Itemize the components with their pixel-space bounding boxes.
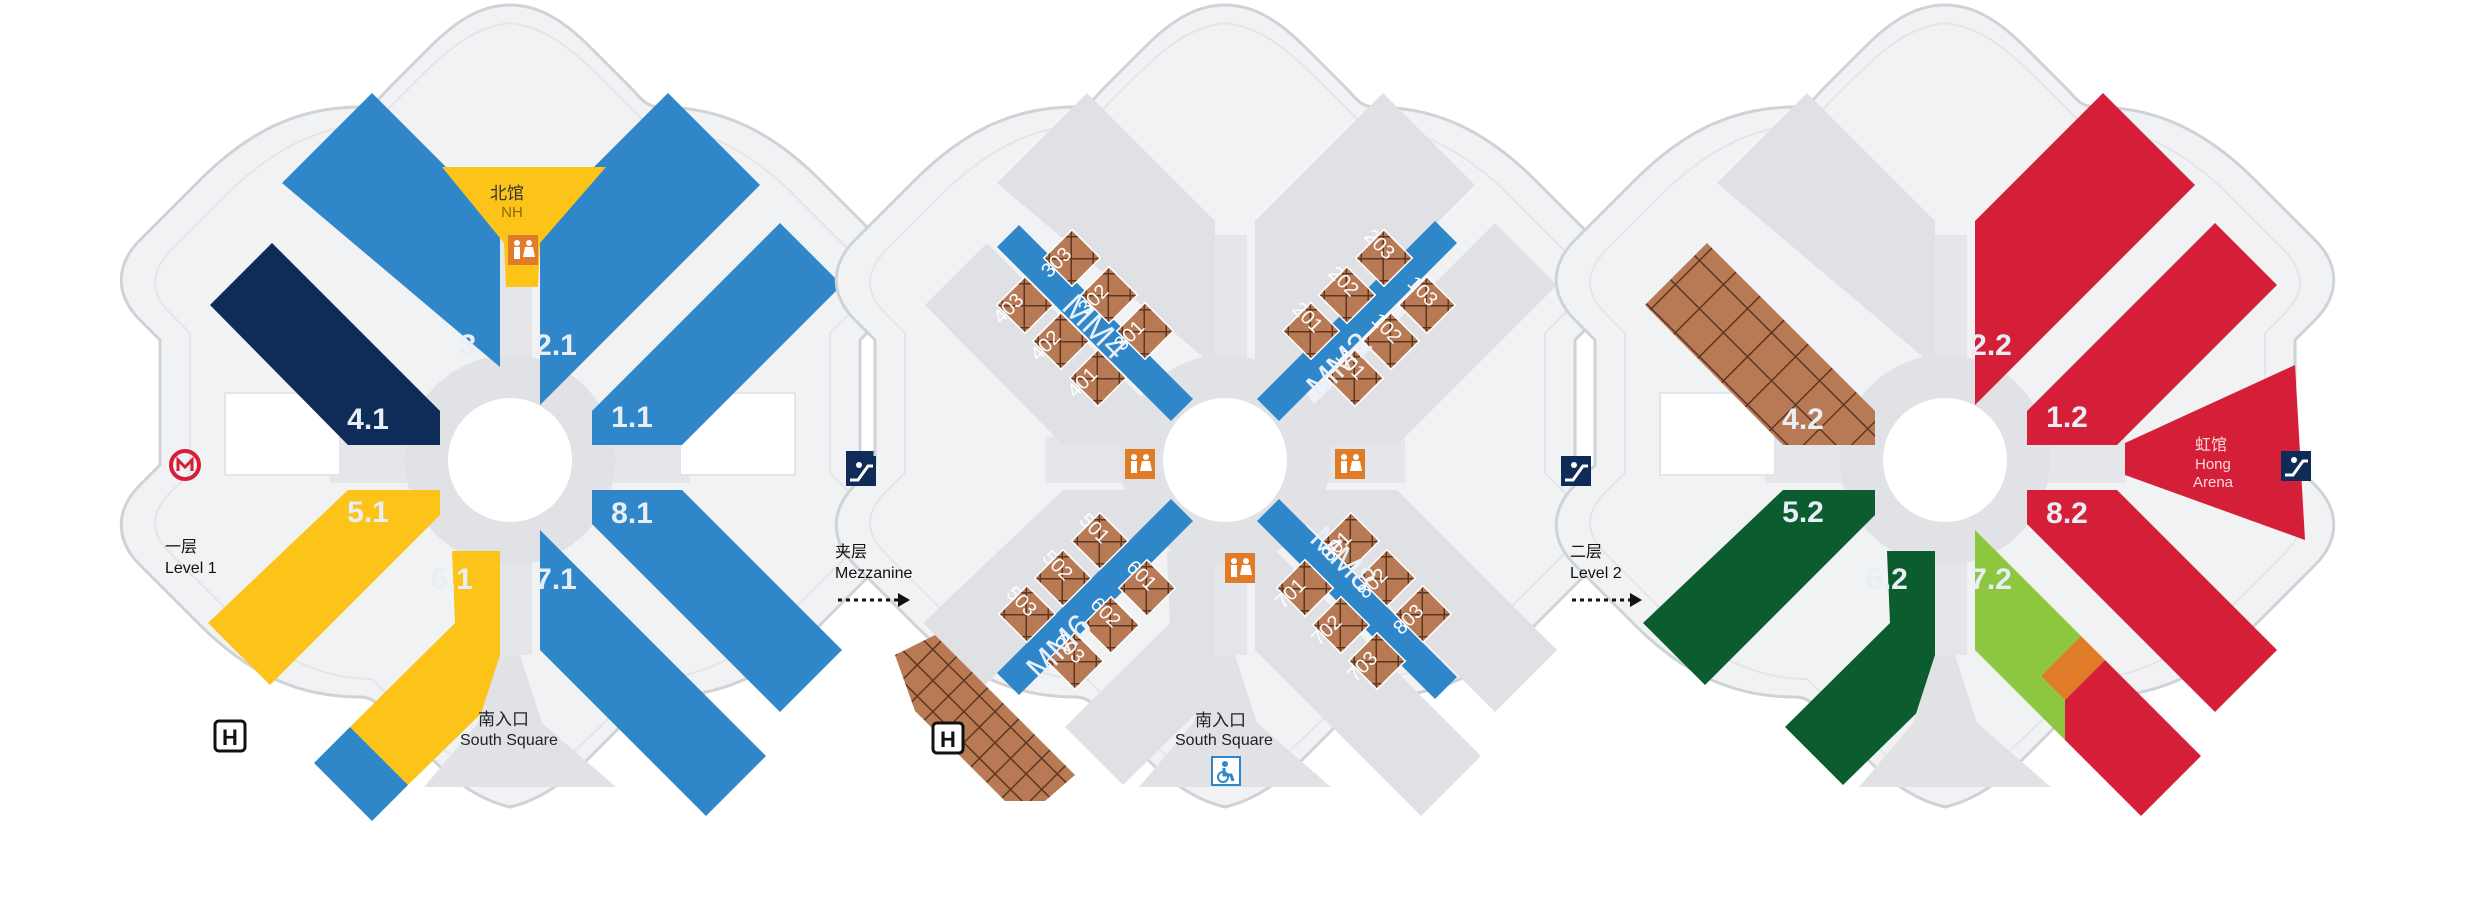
mm8-zone[interactable]: MM8 801 802 803 701 702 703 bbox=[1257, 499, 1457, 699]
hall-2-2-label: 2.2 bbox=[1970, 329, 2012, 362]
mezzanine-en: Mezzanine bbox=[835, 565, 912, 582]
level-2-connector: 二层 Level 2 bbox=[1561, 456, 1642, 607]
dotted-arrow-icon bbox=[838, 593, 910, 607]
hall-2-2[interactable] bbox=[1975, 93, 2195, 405]
hall-7-1-label: 7.1 bbox=[535, 563, 577, 596]
hall-6-1-label: 6.1 bbox=[431, 563, 473, 596]
dotted-arrow-icon bbox=[1572, 593, 1642, 607]
hall-6-2[interactable] bbox=[1785, 551, 1935, 785]
hall-8-1[interactable] bbox=[592, 490, 842, 712]
hall-4-1-label: 4.1 bbox=[347, 403, 389, 436]
svg-text:H: H bbox=[222, 725, 238, 750]
south-entrance-en: South Square bbox=[1175, 732, 1273, 749]
hall-5-2[interactable] bbox=[1643, 490, 1875, 685]
hall-4-1[interactable] bbox=[210, 243, 440, 445]
hall-2-1-label: 2.1 bbox=[535, 329, 577, 362]
accessible-icon[interactable] bbox=[1211, 756, 1241, 786]
north-hall-en: NH bbox=[501, 204, 523, 221]
south-entrance-en: South Square bbox=[460, 732, 558, 749]
hall-8-1-label: 8.1 bbox=[611, 497, 653, 530]
mm6-zone[interactable]: MM6 501 502 503 601 602 603 bbox=[997, 499, 1193, 695]
south-entrance-cn: 南入口 bbox=[1195, 711, 1246, 731]
hall-6-2-label: 6.2 bbox=[1866, 563, 1908, 596]
svg-text:H: H bbox=[940, 727, 956, 752]
hall-4-2-label: 4.2 bbox=[1782, 403, 1824, 436]
hall-7-1[interactable] bbox=[540, 530, 766, 816]
north-hall[interactable] bbox=[442, 167, 606, 287]
escalator-icon[interactable] bbox=[846, 456, 876, 486]
escalator-icon[interactable] bbox=[1561, 456, 1591, 486]
restroom-icon[interactable] bbox=[1225, 553, 1255, 583]
level-2-cn: 二层 bbox=[1570, 542, 1602, 561]
mezzanine-connector: 夹层 Mezzanine bbox=[835, 456, 912, 607]
sw-lattice-area bbox=[895, 635, 1075, 801]
mezzanine-cn: 夹层 bbox=[835, 542, 867, 561]
hall-7-2-red-section[interactable] bbox=[2065, 660, 2201, 816]
hotel-icon[interactable]: H bbox=[213, 719, 247, 753]
hall-5-1[interactable] bbox=[208, 490, 440, 685]
restroom-icon[interactable] bbox=[508, 235, 538, 265]
hall-7-2[interactable] bbox=[1975, 530, 2081, 676]
level-2-en: Level 2 bbox=[1570, 565, 1622, 582]
mm4-zone[interactable]: MM4 303 302 301 403 402 401 bbox=[989, 225, 1193, 421]
restroom-icon[interactable] bbox=[1125, 449, 1155, 479]
hong-arena-en-1: Hong bbox=[2195, 456, 2231, 473]
level-1-cn: 一层 bbox=[165, 537, 197, 556]
level-2-map: 4.2 2.2 1.2 5.2 6.2 7.2 8.2 虹馆 Hong Aren… bbox=[1554, 3, 2336, 816]
hall-7-2-orange-section[interactable] bbox=[2041, 636, 2105, 700]
restroom-icon[interactable] bbox=[1335, 449, 1365, 479]
north-hall-cn: 北馆 bbox=[490, 184, 524, 204]
metro-icon[interactable] bbox=[169, 449, 201, 481]
hall-4-2[interactable] bbox=[1645, 243, 1875, 445]
hall-1-2[interactable] bbox=[2027, 223, 2277, 445]
hong-arena-en-2: Arena bbox=[2193, 474, 2234, 491]
hall-5-1-label: 5.1 bbox=[347, 496, 389, 529]
mezzanine-map: MM4 303 302 301 403 402 401 MM2 bbox=[834, 3, 1616, 816]
mm2-zone[interactable]: MM2 203 202 201 103 102 101 bbox=[1257, 221, 1457, 421]
level-1-en: Level 1 bbox=[165, 560, 217, 577]
hall-6-1[interactable] bbox=[350, 551, 500, 785]
south-square bbox=[424, 655, 616, 787]
hong-arena[interactable] bbox=[2125, 365, 2305, 540]
level-1-map: 3 2.1 4.1 1.1 5.1 6.1 8.1 7.1 北馆 NH 南入口 … bbox=[119, 3, 901, 821]
hong-arena-cn: 虹馆 bbox=[2195, 435, 2227, 454]
hall-1-1-label: 1.1 bbox=[611, 401, 653, 434]
south-entrance-cn: 南入口 bbox=[478, 710, 529, 730]
hall-8-2-label: 8.2 bbox=[2046, 497, 2088, 530]
hall-7-2-label: 7.2 bbox=[1970, 563, 2012, 596]
escalator-icon[interactable] bbox=[2281, 451, 2311, 481]
hall-5-2-label: 5.2 bbox=[1782, 496, 1824, 529]
hall-8-2[interactable] bbox=[2027, 490, 2277, 712]
hall-1-2-label: 1.2 bbox=[2046, 401, 2088, 434]
hotel-icon[interactable]: H bbox=[931, 721, 965, 755]
hall-6-1-blue-section[interactable] bbox=[314, 727, 408, 821]
hall-3-label: 3 bbox=[460, 329, 477, 362]
hall-3[interactable] bbox=[282, 93, 500, 367]
hall-1-1[interactable] bbox=[592, 223, 842, 445]
